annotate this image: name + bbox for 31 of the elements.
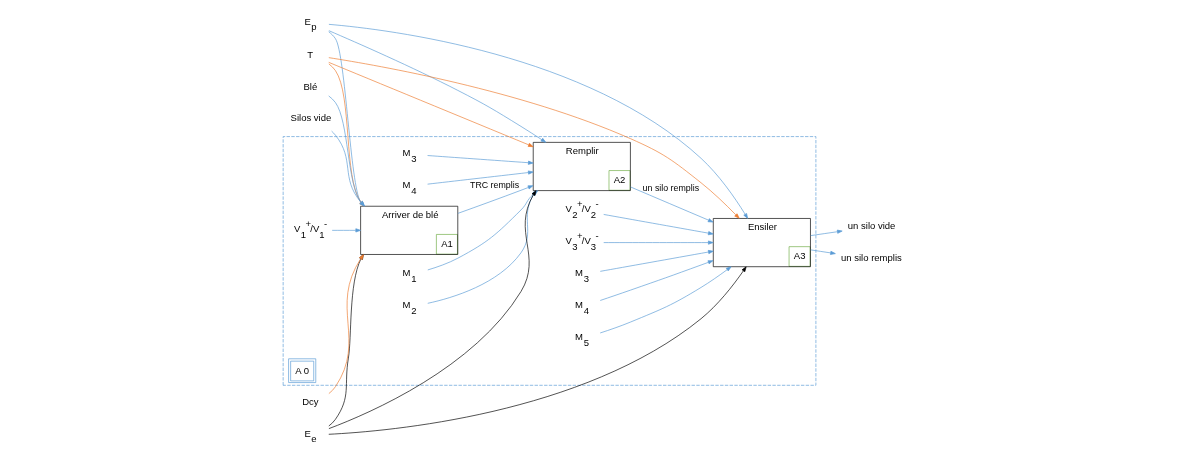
- arrow: [327, 95, 365, 207]
- arrow: [328, 254, 364, 394]
- edge-label: un silo remplis: [642, 183, 699, 194]
- arrow: [809, 229, 842, 236]
- node-text: Blé: [303, 80, 317, 92]
- arrow: [426, 170, 533, 185]
- arrow: [327, 254, 364, 427]
- node-text: un silo remplis: [840, 252, 902, 264]
- arrow: [327, 266, 746, 435]
- edge-label: TRC remplis: [469, 179, 519, 190]
- arrow: [331, 228, 361, 233]
- arrow: [327, 31, 364, 207]
- arrow: [328, 63, 364, 207]
- arrow: [599, 250, 714, 272]
- arrow: [328, 30, 546, 143]
- arrow: [602, 240, 713, 245]
- arrow: [599, 266, 731, 334]
- arrow: [629, 186, 713, 223]
- arrow: [328, 24, 748, 219]
- node-text: Silos vide: [290, 112, 331, 124]
- arrow: [602, 214, 713, 236]
- arrow: [327, 62, 533, 147]
- arrow: [457, 185, 533, 214]
- node-text: T: [306, 48, 313, 60]
- node-text: un silo vide: [847, 220, 895, 232]
- node-text: Dcy: [301, 396, 319, 408]
- arrow: [330, 130, 365, 207]
- arrow: [426, 155, 533, 165]
- arrow: [809, 249, 836, 255]
- arrow: [599, 260, 713, 301]
- arrow: [327, 57, 740, 219]
